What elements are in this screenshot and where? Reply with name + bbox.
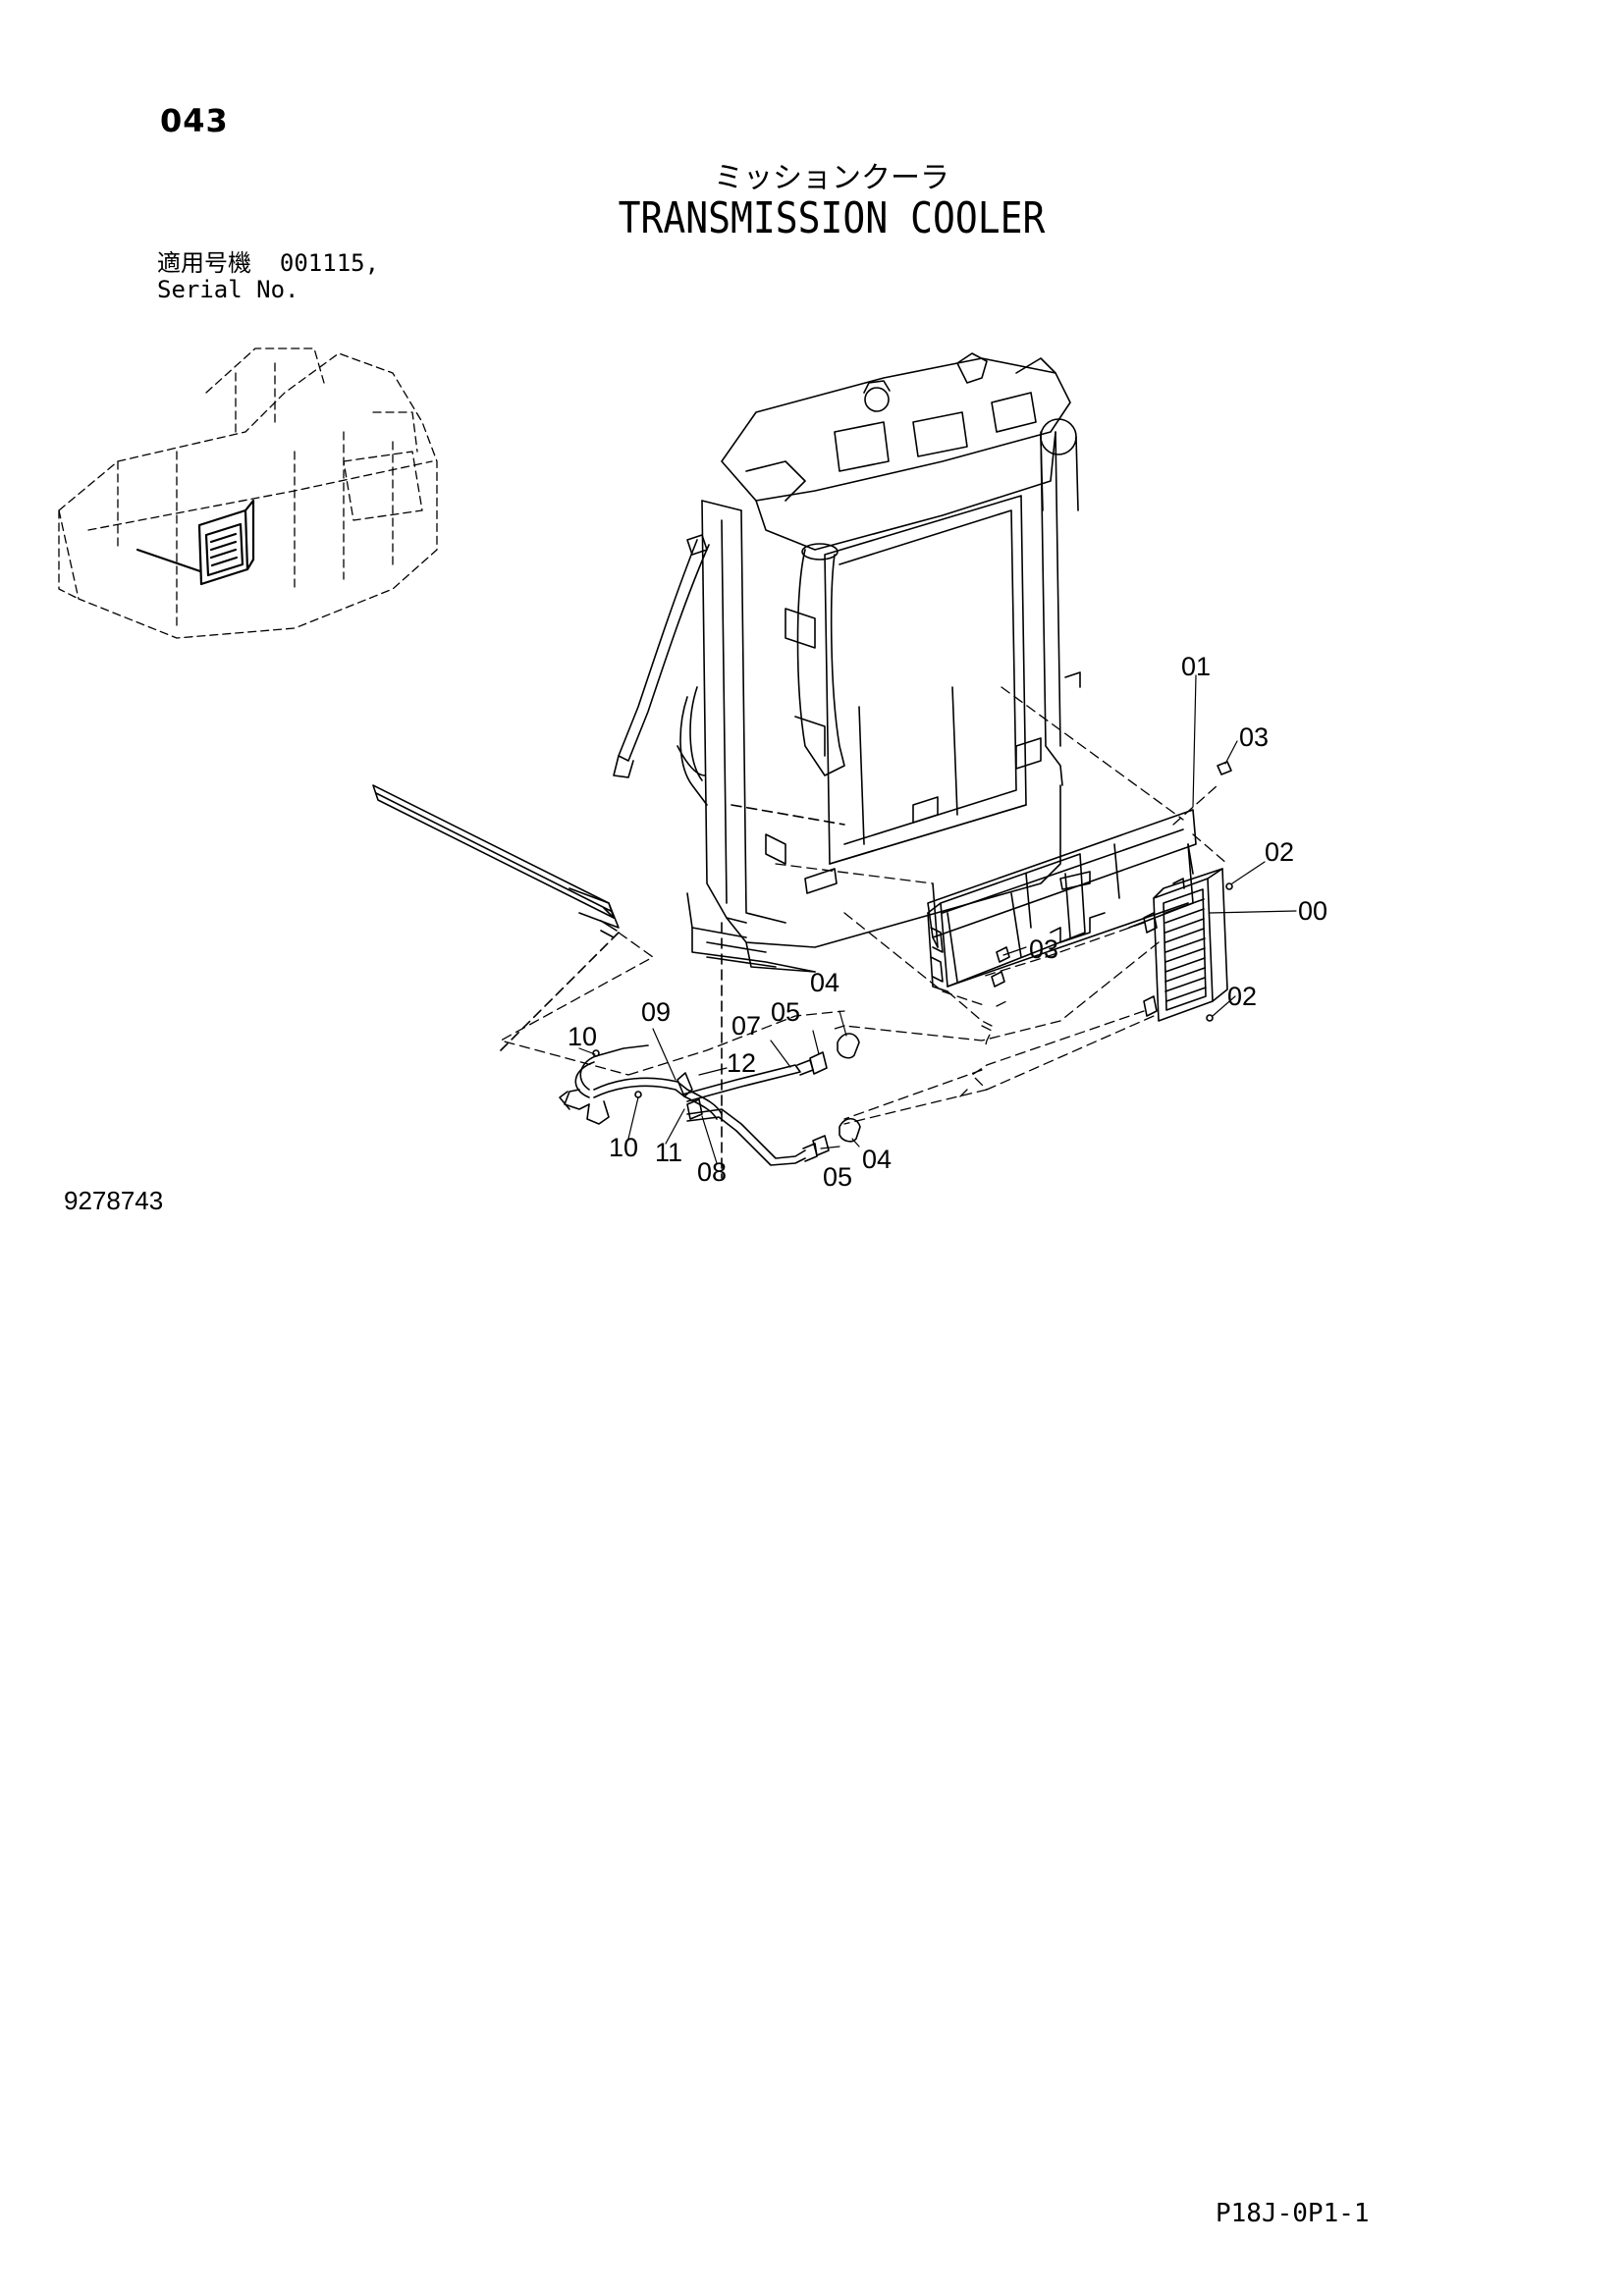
serial-value: 001115, xyxy=(279,249,380,277)
page-number: 043 xyxy=(160,102,229,139)
callout-05-upper: 05 xyxy=(771,997,800,1027)
serial-label-jp: 適用号機 xyxy=(157,249,251,277)
leader-lines xyxy=(578,674,1297,1164)
bolts-03 xyxy=(991,761,1232,988)
callout-labels: 01 03 02 00 03 02 04 05 07 09 10 12 10 1… xyxy=(568,652,1327,1192)
callout-04-upper: 04 xyxy=(810,968,839,997)
callout-09: 09 xyxy=(641,997,671,1027)
serial-label-en: Serial No. xyxy=(157,276,299,303)
callout-08: 08 xyxy=(697,1157,727,1187)
hose-assembly xyxy=(559,1033,861,1166)
serial-row-jp: 適用号機 001115, xyxy=(157,250,379,277)
callout-02-lower: 02 xyxy=(1227,982,1257,1011)
callout-12: 12 xyxy=(727,1048,756,1078)
callout-11: 11 xyxy=(655,1138,682,1167)
callout-04-lower: 04 xyxy=(862,1145,892,1174)
page-title: TRANSMISSION COOLER xyxy=(618,192,1046,243)
mounting-frame xyxy=(927,809,1197,992)
callout-07: 07 xyxy=(731,1011,761,1041)
transmission-oil-cooler xyxy=(1143,868,1233,1022)
callout-03-upper: 03 xyxy=(1239,722,1269,752)
radiator-assembly xyxy=(613,352,1081,1179)
page-code: P18J-0P1-1 xyxy=(1216,2199,1370,2228)
callout-02-upper: 02 xyxy=(1265,837,1294,867)
serial-block: 適用号機 001115, Serial No. xyxy=(157,250,379,303)
page-title-japanese: ミッションクーラ xyxy=(714,161,949,195)
callout-03-lower: 03 xyxy=(1029,934,1058,964)
cooler-highlight-in-thumbnail xyxy=(135,499,255,586)
callout-10-upper: 10 xyxy=(568,1022,597,1051)
long-tube-assembly xyxy=(372,784,620,1051)
document-number: 9278743 xyxy=(64,1186,164,1215)
callout-00: 00 xyxy=(1298,896,1327,926)
callout-01: 01 xyxy=(1181,652,1211,681)
callout-10-lower: 10 xyxy=(609,1133,638,1162)
callout-05-lower: 05 xyxy=(823,1162,852,1192)
machine-overview-thumbnail xyxy=(58,347,438,639)
